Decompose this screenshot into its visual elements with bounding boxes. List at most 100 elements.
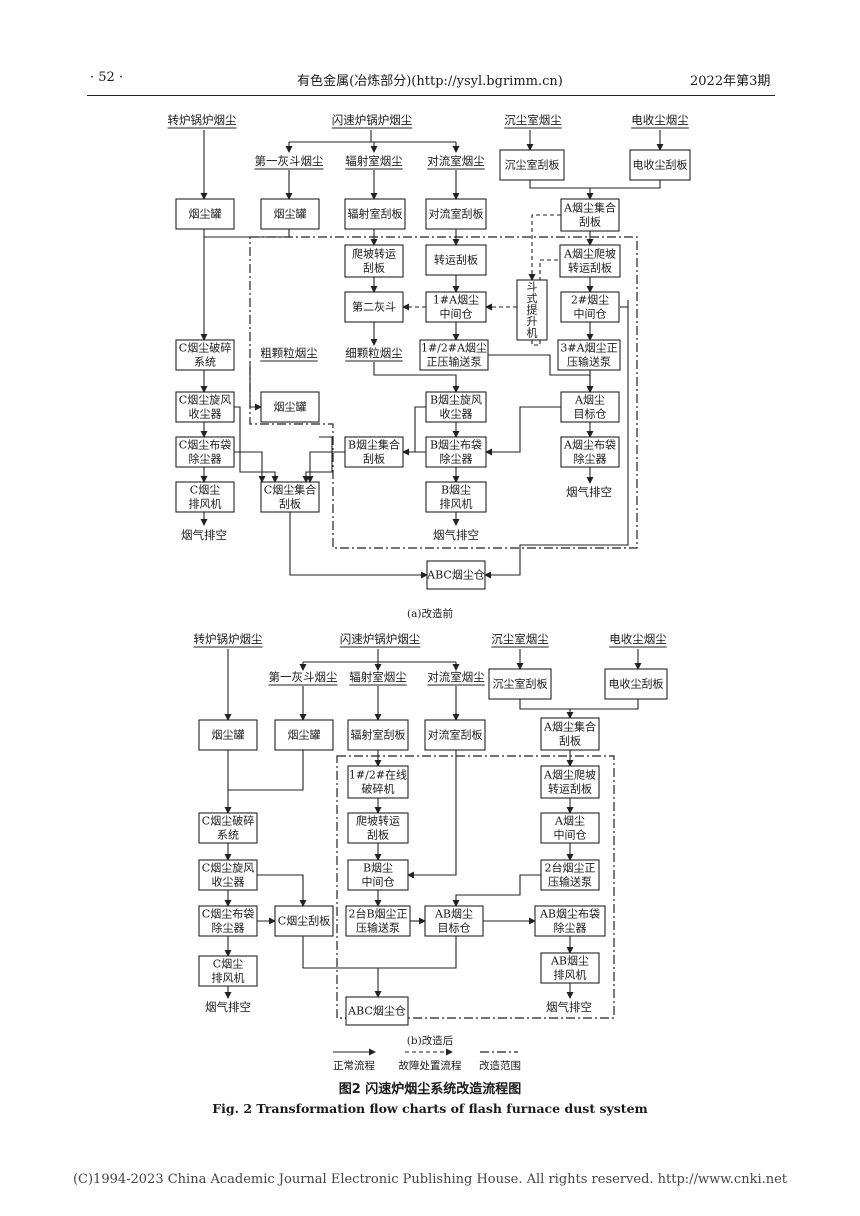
label-flash-boiler-dust-b: 闪速炉锅炉烟尘: [340, 632, 421, 646]
process-box-b28: [425, 481, 487, 513]
box-text-b27: 刮板: [279, 497, 301, 511]
issue-label: 2022年第3期: [690, 74, 771, 89]
box-text-b18: C烟尘旋风: [179, 393, 231, 407]
process-box-b21: [560, 391, 620, 423]
normal-flow-line: [373, 362, 460, 393]
normal-flow-line: [484, 300, 629, 579]
normal-flow-line: [452, 874, 541, 907]
box-text-b8: 爬坡转运: [352, 247, 396, 261]
box-text-b8: 刮板: [363, 261, 385, 275]
label-radiation-dust: 辐射室烟尘: [345, 154, 403, 168]
process-box-b2: [260, 198, 320, 230]
box-text-c15: 压输送泵: [548, 875, 592, 889]
box-text-b24: 除尘器: [440, 452, 473, 466]
box-text-b22: 除尘器: [189, 452, 222, 466]
process-box-c15: [540, 859, 600, 891]
box-text-b23: 刮板: [363, 452, 385, 466]
box-text-b14: 中间仓: [574, 307, 607, 321]
box-text-c14: 中间仓: [362, 875, 395, 889]
figure-caption-cn: 图2 闪速炉烟尘系统改造流程图: [338, 1082, 522, 1097]
label-converter-boiler-dust-b: 转炉锅炉烟尘: [194, 632, 263, 646]
box-text-b25: 除尘器: [574, 452, 607, 466]
box-text-c21: C烟尘: [213, 957, 243, 971]
process-box-c11: [347, 812, 409, 844]
box-text-c13: 收尘器: [212, 875, 245, 889]
box-text-b9: 转运刮板: [434, 253, 478, 267]
box-text-c6: 电收尘刮板: [609, 677, 664, 691]
label-coarse-dust: 粗颗粒烟尘: [260, 346, 318, 360]
process-box-c19: [424, 905, 484, 937]
box-text-b13: 升: [527, 315, 538, 328]
normal-flow-line: [378, 936, 457, 969]
process-box-b20: [425, 391, 487, 423]
box-text-c4: 对流室刮板: [428, 728, 483, 742]
process-box-c7: [540, 717, 600, 751]
normal-flow-line: [234, 406, 279, 483]
box-text-b24: B烟尘布袋: [430, 438, 482, 452]
normal-flow-line: [249, 362, 262, 411]
process-box-c12: [540, 812, 600, 844]
box-text-c9: A烟尘爬坡: [543, 768, 596, 782]
box-text-b21: A烟尘: [574, 393, 605, 407]
process-box-c10: [198, 812, 258, 844]
process-box-c2: [274, 719, 334, 751]
process-box-b13: [516, 279, 548, 341]
process-box-b11: [344, 291, 404, 323]
box-text-c14: B烟尘: [363, 861, 393, 875]
label-flue-exhaust-c-b: 烟气排空: [205, 1000, 251, 1014]
process-box-c9: [540, 765, 600, 799]
box-text-b15: C烟尘破碎: [179, 341, 231, 355]
box-text-b1: 烟尘罐: [189, 207, 222, 221]
normal-flow-line: [306, 451, 345, 483]
label-first-hopper-dust: 第一灰斗烟尘: [255, 154, 324, 168]
caption-b: (b)改造后: [407, 1034, 453, 1047]
label-esp-dust: 电收尘烟尘: [631, 113, 689, 127]
process-box-b5: [499, 149, 565, 181]
process-box-b18: [175, 391, 235, 423]
box-text-c13: C烟尘旋风: [202, 861, 254, 875]
legend-fault-label: 故障处置流程: [399, 1059, 462, 1072]
normal-flow-line: [519, 699, 574, 719]
label-radiation-dust-b: 辐射室烟尘: [349, 670, 407, 684]
box-text-c1: 烟尘罐: [212, 728, 245, 742]
box-text-c23: ABC烟尘仓: [347, 1004, 406, 1018]
normal-flow-line: [570, 699, 639, 710]
process-box-c14: [347, 859, 409, 891]
normal-flow-line: [234, 451, 266, 483]
box-text-b14: 2#烟尘: [571, 293, 609, 307]
label-esp-dust-b: 电收尘烟尘: [609, 632, 667, 646]
normal-flow-line: [302, 436, 333, 483]
box-text-c12: A烟尘: [554, 814, 585, 828]
box-text-c12: 中间仓: [554, 828, 587, 842]
box-text-b28: B烟尘: [441, 483, 471, 497]
normal-flow-line: [590, 180, 661, 189]
process-box-c20: [534, 905, 606, 937]
box-text-b13: 机: [527, 326, 538, 340]
normal-flow-line: [204, 229, 290, 238]
caption-a: (a)改造前: [407, 607, 453, 620]
process-box-b6: [629, 149, 691, 181]
process-box-c8: [347, 765, 409, 799]
process-box-b19: [260, 391, 320, 423]
fault-flow-line: [528, 214, 561, 281]
box-text-c9: 转运刮板: [548, 782, 592, 796]
box-text-c22: 排风机: [554, 968, 587, 982]
process-box-c1: [198, 719, 258, 751]
page-number: · 52 ·: [90, 70, 124, 85]
box-text-b22: C烟尘布袋: [179, 438, 231, 452]
process-box-c22: [540, 952, 600, 984]
box-text-c20: 除尘器: [554, 921, 587, 935]
process-box-c18: [345, 905, 411, 937]
process-box-b15: [175, 339, 235, 371]
process-box-b23: [344, 436, 404, 468]
box-text-c10: C烟尘破碎: [202, 814, 254, 828]
process-box-c6: [604, 668, 668, 700]
process-box-c4: [424, 719, 486, 751]
process-box-b1: [175, 198, 235, 230]
box-text-c19: 目标仓: [438, 921, 471, 935]
box-text-b16: 1#/2#A烟尘: [421, 341, 487, 355]
process-box-b29: [426, 560, 486, 590]
label-first-hopper-dust-b: 第一灰斗烟尘: [269, 670, 338, 684]
box-text-b26: C烟尘: [190, 483, 220, 497]
